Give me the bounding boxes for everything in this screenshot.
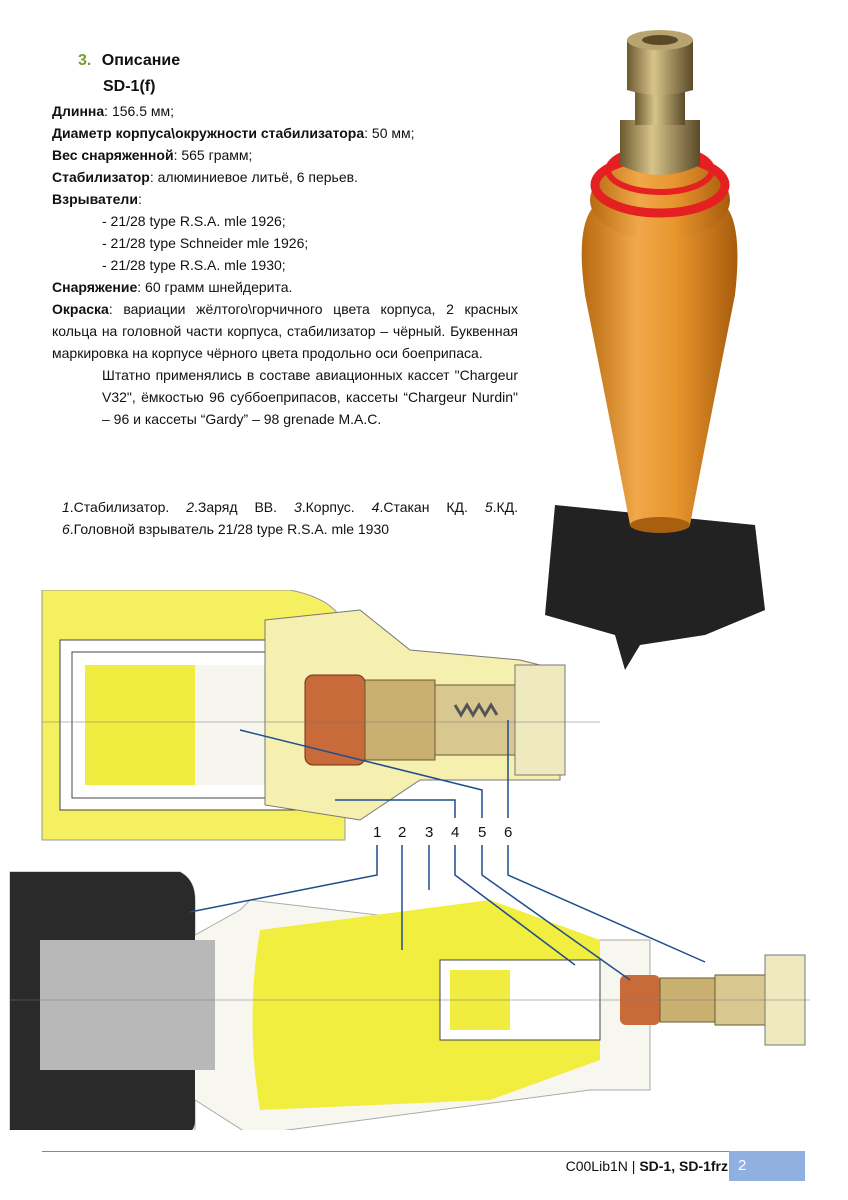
footer-text: C00Lib1N | SD-1, SD-1frz bbox=[565, 1158, 728, 1174]
detonator bbox=[304, 674, 366, 766]
spec-paint: Окраска: вариации жёлтого\горчичного цве… bbox=[52, 301, 518, 361]
explosive-charge bbox=[252, 900, 600, 1110]
stabilizer-section bbox=[10, 872, 195, 1130]
fuse-item: - 21/28 type Schneider mle 1926; bbox=[102, 235, 309, 251]
spec-filling: Снаряжение: 60 грамм шнейдерита. bbox=[52, 279, 293, 295]
legend-line-1: 1.Стабилизатор. 2.Заряд ВВ. 3.Корпус. 4.… bbox=[62, 499, 519, 515]
legend-line-2: 6.Головной взрыватель 21/28 type R.S.A. … bbox=[62, 521, 390, 537]
cross-section-diagram bbox=[9, 590, 810, 1130]
spec-length: Длинна: 156.5 мм; bbox=[52, 103, 175, 119]
diagram-label: 2 bbox=[398, 824, 407, 841]
fuse-item: - 21/28 type R.S.A. mle 1926; bbox=[102, 213, 286, 229]
specs-block: Длинна: 156.5 мм; Диаметр корпуса\окружн… bbox=[52, 100, 518, 430]
diagram-label: 4 bbox=[451, 824, 460, 841]
diagram-label: 3 bbox=[425, 824, 434, 841]
diagram-label: 6 bbox=[504, 824, 513, 841]
stabilizer-fins bbox=[545, 505, 765, 670]
grenade-render bbox=[545, 30, 765, 670]
fuse-head bbox=[620, 120, 700, 175]
footer-divider bbox=[42, 1151, 804, 1152]
spec-stabilizer: Стабилизатор: алюминиевое литьё, 6 перье… bbox=[52, 169, 358, 185]
spec-diameter: Диаметр корпуса\окружности стабилизатора… bbox=[52, 125, 415, 141]
diagram-label: 5 bbox=[478, 824, 487, 841]
spec-fuses: Взрыватели: bbox=[52, 191, 142, 207]
section-subtitle: SD-1(f) bbox=[103, 78, 156, 95]
page-number: 2 bbox=[729, 1151, 805, 1181]
grenade-body bbox=[581, 205, 738, 525]
diagram-label: 1 bbox=[373, 824, 382, 841]
usage-paragraph: Штатно применялись в составе авиационных… bbox=[102, 367, 518, 427]
spec-weight: Вес снаряженной: 565 грамм; bbox=[52, 147, 253, 163]
section-heading: 3. Описание bbox=[78, 52, 181, 69]
fuse-item: - 21/28 type R.S.A. mle 1930; bbox=[102, 257, 286, 273]
